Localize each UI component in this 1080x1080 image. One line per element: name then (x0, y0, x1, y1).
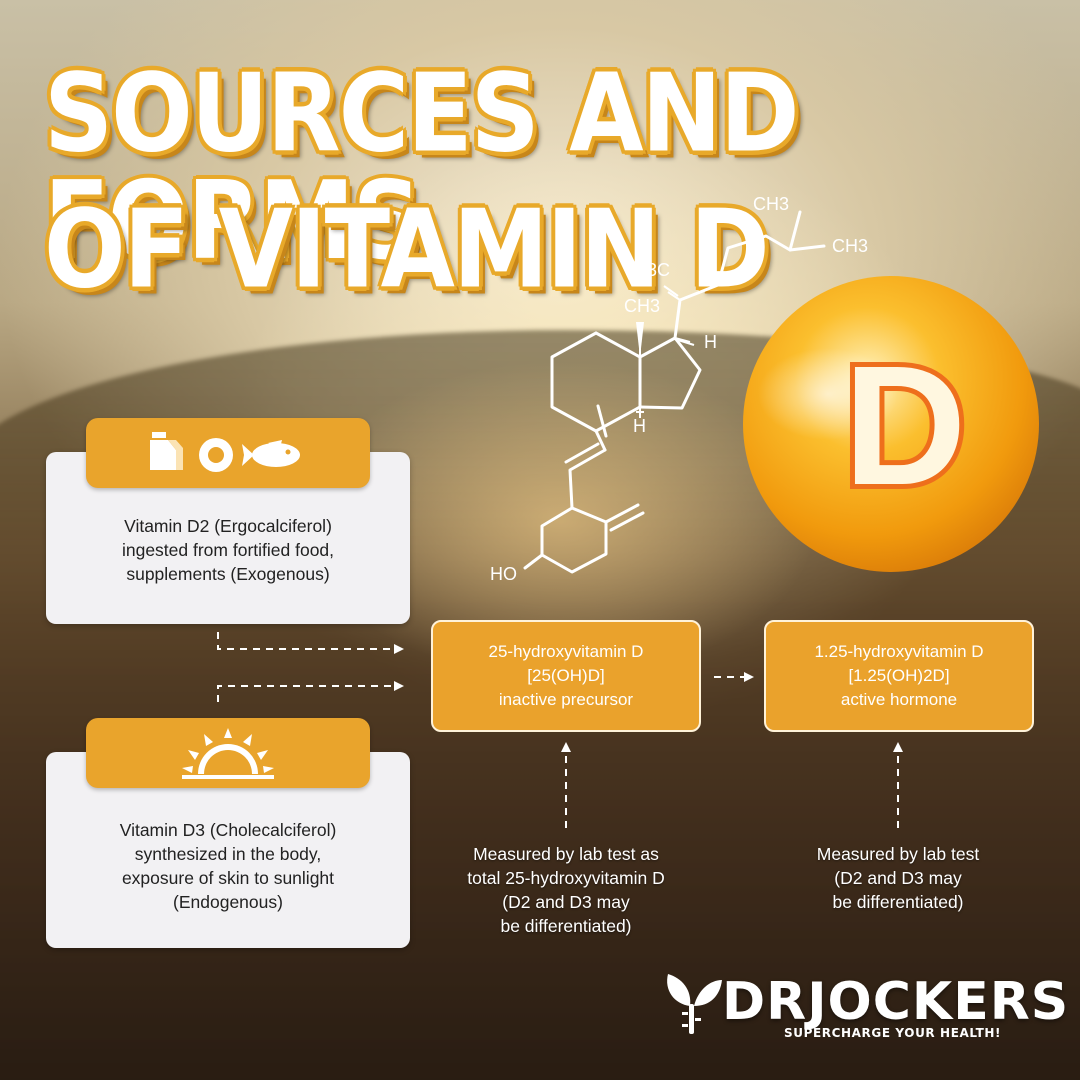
note1-line-3: (D2 and D3 may (502, 892, 630, 912)
stage2-line-2: [1.25(OH)2D] (848, 666, 950, 685)
d3-line-3: exposure of skin to sunlight (121, 868, 335, 888)
d3-line-4: (Endogenous) (173, 892, 283, 912)
stage-box-125ohd: 1.25-hydroxyvitamin D [1.25(OH)2D] activ… (764, 620, 1034, 732)
brand-leaf-icon (667, 974, 722, 1034)
d3-line-1: Vitamin D3 (Cholecalciferol) (119, 820, 337, 840)
stage1-line-2: [25(OH)D] (527, 666, 605, 685)
stage2-line-1: 1.25-hydroxyvitamin D (814, 642, 984, 661)
note-stage1: Measured by lab test as total 25-hydroxy… (424, 842, 708, 938)
label-ch3-top: CH3 (753, 194, 789, 214)
label-h-below: H (633, 416, 646, 436)
d2-line-3: supplements (Exogenous) (126, 564, 330, 584)
label-ho: HO (490, 564, 517, 584)
note1-line-2: total 25-hydroxyvitamin D (467, 868, 665, 888)
wedge-bond (636, 322, 644, 357)
label-h-right: H (704, 332, 717, 352)
vitamin-d-molecule: CH3 CH3 H3C CH3 H H HO (490, 194, 868, 584)
arrow-d2-to-stage1 (217, 632, 398, 650)
sphere-letter: D (844, 331, 967, 521)
source-tab-d3 (86, 718, 370, 788)
label-ch3-ring: CH3 (624, 296, 660, 316)
milk-carton-icon (150, 432, 183, 470)
note1-line-1: Measured by lab test as (473, 844, 659, 864)
label-h3c: H3C (634, 260, 670, 280)
brand-name: DRJOCKERS (722, 972, 1070, 1032)
vitamin-d-sphere: D (743, 276, 1039, 572)
stage2-line-3: active hormone (840, 690, 958, 709)
fish-icon (242, 440, 300, 467)
d2-line-1: Vitamin D2 (Ergocalciferol) (124, 516, 332, 536)
title-line-1: SOURCES AND FORMS (44, 51, 800, 284)
note-stage2: Measured by lab test (D2 and D3 may be d… (756, 842, 1040, 914)
note2-line-3: be differentiated) (832, 892, 964, 912)
stage1-line-3: inactive precursor (498, 690, 634, 709)
arrow-d3-to-stage1 (217, 685, 398, 702)
source-tab-d2 (86, 418, 370, 488)
note2-line-2: (D2 and D3 may (834, 868, 962, 888)
d3-line-2: synthesized in the body, (134, 844, 322, 864)
d2-line-2: ingested from fortified food, (121, 540, 335, 560)
label-ch3-right: CH3 (832, 236, 868, 256)
fried-egg-icon (199, 438, 233, 472)
note1-line-4: be differentiated) (500, 916, 632, 936)
sun-icon (182, 728, 274, 779)
title-line-2: OF VITAMIN D (44, 187, 770, 313)
stage1-line-1: 25-hydroxyvitamin D (488, 642, 644, 661)
stage-box-25ohd: 25-hydroxyvitamin D [25(OH)D] inactive p… (431, 620, 701, 732)
brand-tagline: SUPERCHARGE YOUR HEALTH! (784, 1026, 1002, 1040)
note2-line-1: Measured by lab test (816, 844, 980, 864)
